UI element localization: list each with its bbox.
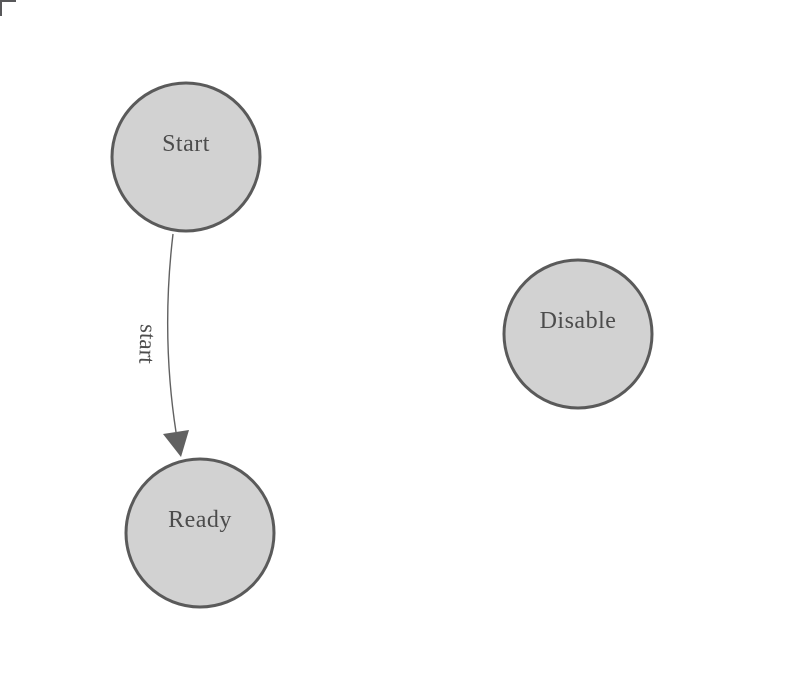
transition-edge[interactable] bbox=[166, 233, 177, 433]
state-label-start: Start bbox=[162, 131, 210, 157]
state-node-ready: Ready bbox=[124, 457, 276, 609]
state-circle-ready[interactable] bbox=[124, 457, 276, 609]
canvas-corner-mark bbox=[0, 0, 16, 16]
transition-label[interactable]: start bbox=[134, 324, 160, 365]
state-circle-disable[interactable] bbox=[502, 258, 654, 410]
state-circle-start[interactable] bbox=[110, 81, 262, 233]
state-label-ready: Ready bbox=[168, 507, 232, 533]
state-node-disable: Disable bbox=[502, 258, 654, 410]
arrowhead-icon bbox=[163, 430, 189, 457]
state-label-disable: Disable bbox=[540, 308, 617, 334]
transition-start-to-ready: start bbox=[134, 233, 189, 457]
state-node-start: Start bbox=[110, 81, 262, 233]
